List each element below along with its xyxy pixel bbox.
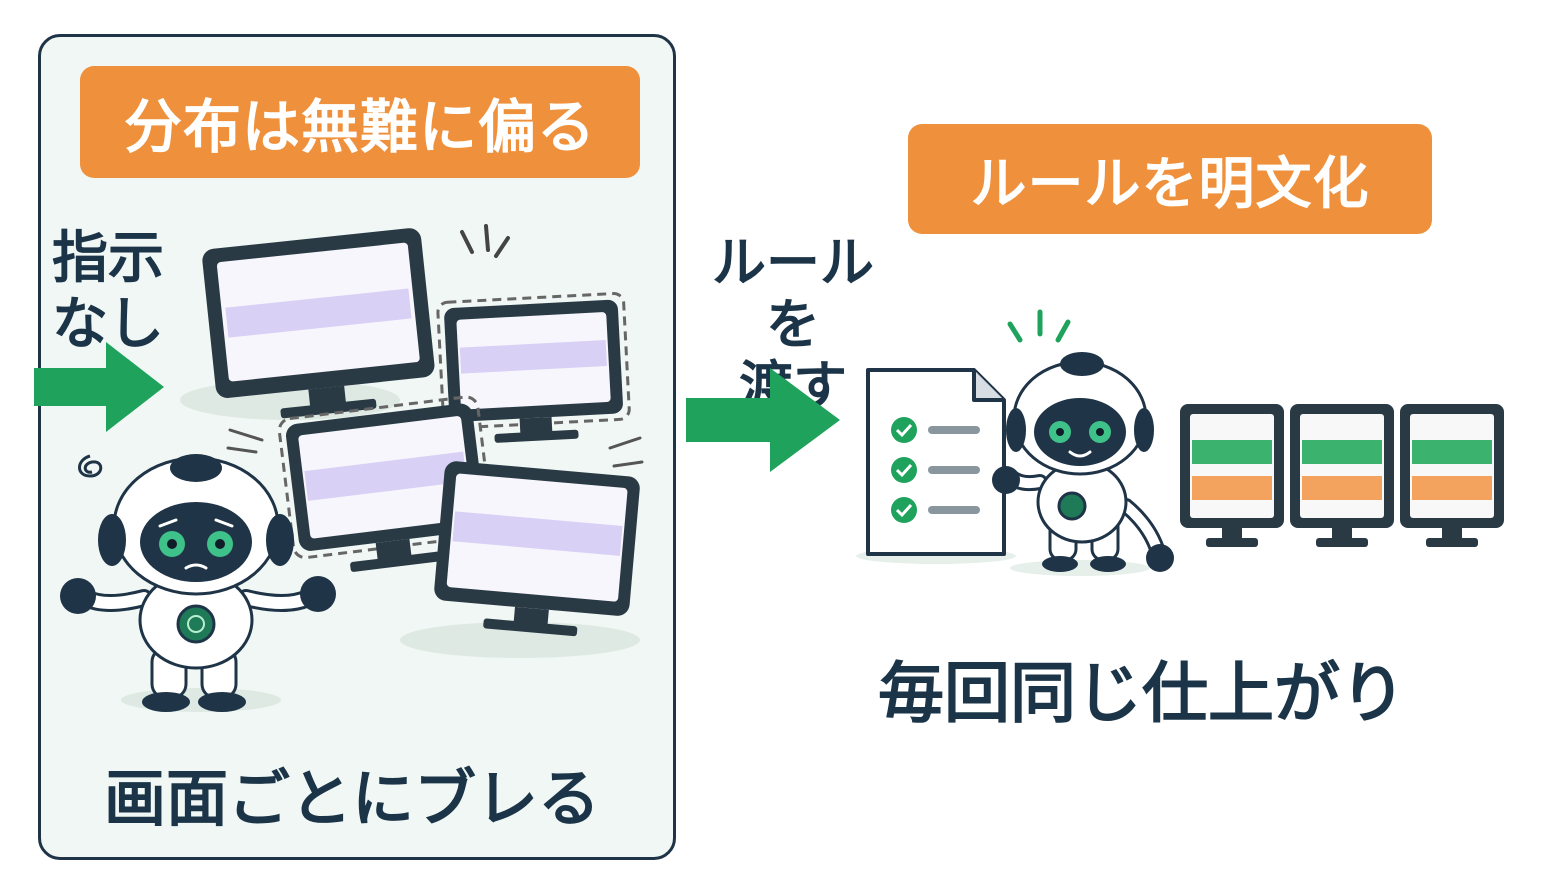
scattered-monitors (180, 224, 644, 658)
robot-icon (60, 454, 336, 712)
monitor-icon (277, 395, 494, 572)
arrow-right-icon (34, 342, 164, 432)
monitor-icon (1180, 404, 1284, 547)
monitor-icon (1400, 404, 1504, 547)
monitor-icon (434, 461, 640, 637)
right-banner: ルールを明文化 (908, 124, 1432, 234)
uniform-monitors (1180, 404, 1504, 547)
left-banner: 分布は無難に偏る (80, 66, 640, 178)
monitor-icon (1290, 404, 1394, 547)
monitor-icon (202, 228, 435, 419)
robot-icon (992, 309, 1174, 576)
left-caption: 画面ごとにブレる (104, 762, 601, 835)
no-instruction-line-1: 指示 (52, 226, 164, 291)
pass-rule-line-1: ルールを (712, 231, 874, 356)
no-instruction-label: 指示 なし (52, 226, 164, 358)
check-icon (891, 417, 917, 443)
check-icon (891, 457, 917, 483)
arrow-right-icon (686, 368, 840, 472)
checklist-document-icon (856, 368, 1016, 564)
check-icon (891, 497, 917, 523)
right-caption: 毎回同じ仕上がり (878, 655, 1406, 732)
monitor-icon (436, 292, 631, 443)
